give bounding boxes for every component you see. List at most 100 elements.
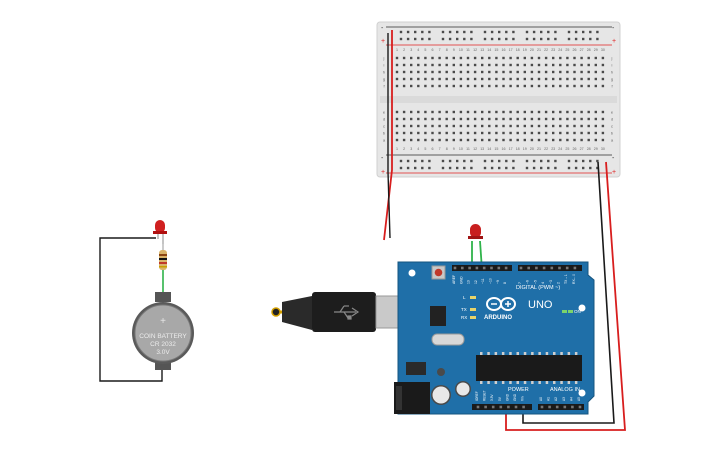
breadboard-hole[interactable] [509,70,512,74]
wire-red-breadboard-left[interactable] [383,30,393,241]
rail-hole[interactable] [567,166,571,170]
header-pin[interactable] [499,405,503,409]
breadboard-hole[interactable] [402,84,406,88]
breadboard-hole[interactable] [537,70,541,74]
breadboard-hole[interactable] [537,56,541,60]
breadboard-hole[interactable] [573,77,576,81]
breadboard-hole[interactable] [445,63,448,67]
breadboard-hole[interactable] [466,63,470,67]
rail-hole[interactable] [428,166,431,170]
breadboard-hole[interactable] [473,138,477,142]
breadboard-hole[interactable] [587,117,590,121]
rail-hole[interactable] [574,159,578,163]
breadboard-hole[interactable] [431,56,434,60]
rail-hole[interactable] [441,30,445,34]
rail-hole[interactable] [525,159,529,163]
breadboard-hole[interactable] [523,70,526,74]
breadboard-hole[interactable] [587,77,590,81]
rail-hole[interactable] [540,37,543,41]
rail-hole[interactable] [525,166,529,170]
led-red-left[interactable] [153,220,167,246]
breadboard-hole[interactable] [552,131,555,135]
rail-hole[interactable] [540,166,543,170]
rail-hole[interactable] [547,37,550,41]
breadboard-hole[interactable] [495,138,498,142]
breadboard-hole[interactable] [410,124,413,128]
rail-hole[interactable] [582,37,585,41]
rail-hole[interactable] [490,166,494,170]
breadboard-hole[interactable] [559,63,562,67]
breadboard-hole[interactable] [395,124,399,128]
breadboard-hole[interactable] [544,84,548,88]
breadboard-hole[interactable] [473,110,477,114]
header-pin[interactable] [573,266,577,270]
header-pin[interactable] [514,405,518,409]
breadboard-hole[interactable] [410,70,413,74]
breadboard-hole[interactable] [395,77,399,81]
breadboard-hole[interactable] [431,63,434,67]
breadboard-hole[interactable] [587,63,590,67]
breadboard-hole[interactable] [559,138,562,142]
breadboard-hole[interactable] [459,84,463,88]
breadboard-hole[interactable] [587,84,590,88]
rail-hole[interactable] [532,37,536,41]
breadboard-hole[interactable] [438,63,441,67]
breadboard-hole[interactable] [516,70,519,74]
rail-hole[interactable] [456,37,459,41]
breadboard-hole[interactable] [473,131,477,135]
rail-hole[interactable] [567,30,571,34]
breadboard-hole[interactable] [452,131,455,135]
rail-hole[interactable] [498,166,501,170]
breadboard-hole[interactable] [424,117,427,121]
breadboard-hole[interactable] [516,138,519,142]
breadboard-hole[interactable] [445,138,448,142]
breadboard-hole[interactable] [495,77,498,81]
breadboard-hole[interactable] [530,70,534,74]
breadboard-hole[interactable] [559,84,562,88]
breadboard-hole[interactable] [580,131,583,135]
breadboard-hole[interactable] [537,131,541,135]
breadboard-hole[interactable] [601,84,605,88]
header-pin[interactable] [548,405,551,409]
rail-hole[interactable] [483,159,487,163]
rail-hole[interactable] [463,37,466,41]
breadboard-hole[interactable] [594,84,597,88]
breadboard-hole[interactable] [502,84,505,88]
breadboard-hole[interactable] [438,110,441,114]
header-pin[interactable] [468,266,471,270]
breadboard-hole[interactable] [502,63,505,67]
rail-hole[interactable] [414,159,417,163]
breadboard-hole[interactable] [410,117,413,121]
header-pin[interactable] [504,266,508,270]
breadboard-hole[interactable] [445,124,448,128]
breadboard-hole[interactable] [481,124,484,128]
breadboard-hole[interactable] [530,84,534,88]
rail-hole[interactable] [406,166,410,170]
breadboard-hole[interactable] [580,124,583,128]
breadboard-hole[interactable] [537,117,541,121]
breadboard-hole[interactable] [544,77,548,81]
breadboard-hole[interactable] [552,117,555,121]
breadboard-hole[interactable] [594,131,597,135]
breadboard-hole[interactable] [452,77,455,81]
rail-hole[interactable] [421,159,424,163]
breadboard-hole[interactable] [395,84,399,88]
breadboard-hole[interactable] [452,70,455,74]
breadboard-hole[interactable] [402,70,406,74]
breadboard-hole[interactable] [395,117,399,121]
rail-hole[interactable] [582,30,585,34]
rail-hole[interactable] [421,166,424,170]
breadboard-hole[interactable] [417,63,420,67]
breadboard-hole[interactable] [594,56,597,60]
breadboard-hole[interactable] [481,131,484,135]
breadboard-hole[interactable] [402,117,406,121]
rail-hole[interactable] [448,30,452,34]
breadboard-hole[interactable] [417,77,420,81]
breadboard-hole[interactable] [566,124,569,128]
breadboard-hole[interactable] [601,70,605,74]
breadboard-hole[interactable] [459,131,463,135]
breadboard-hole[interactable] [488,84,491,88]
rail-hole[interactable] [414,37,417,41]
breadboard-hole[interactable] [438,124,441,128]
